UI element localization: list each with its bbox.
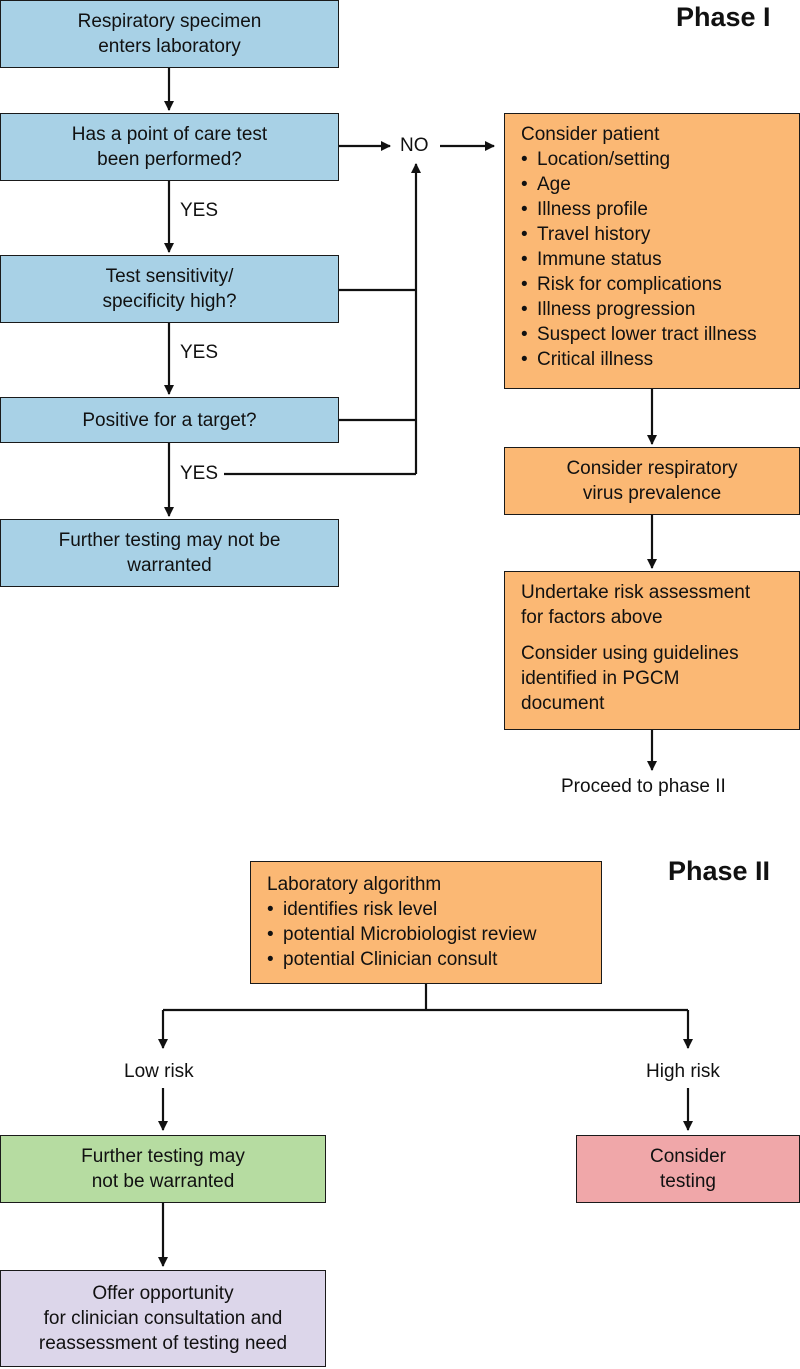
laboratory-algorithm-box: Laboratory algorithm identifies risk lev… [250,861,602,984]
algorithm-item: identifies risk level [267,897,601,922]
further-testing-p2-line-1: Further testing may [81,1146,245,1167]
risk-assessment-para-1: Undertake risk assessment for factors ab… [521,580,799,630]
offer-line-1: Offer opportunity [92,1283,234,1304]
sensitivity-question-line-2: specificity high? [102,291,237,312]
further-testing-line-2: warranted [127,555,212,576]
consider-patient-box: Consider patient Location/setting Age Il… [504,113,800,389]
patient-factor-item: Age [521,172,799,197]
positive-question-text: Positive for a target? [82,409,257,431]
patient-factor-item: Travel history [521,222,799,247]
proceed-label: Proceed to phase II [561,776,726,797]
poc-question-line-1: Has a point of care test [71,124,268,145]
consider-testing-line-1: Consider [649,1146,727,1167]
poc-question-line-2: been performed? [97,149,242,170]
algorithm-item: potential Microbiologist review [267,922,601,947]
specimen-line-1: Respiratory specimen [77,11,262,32]
sensitivity-question-box: Test sensitivity/ specificity high? [0,255,339,323]
specimen-line-2: enters laboratory [98,36,241,57]
further-testing-box-phase2: Further testing may not be warranted [0,1135,326,1203]
no-label: NO [400,135,429,156]
offer-line-3: reassessment of testing need [38,1333,288,1354]
risk-assessment-box: Undertake risk assessment for factors ab… [504,571,800,730]
yes-label-3: YES [180,463,219,484]
prevalence-line-2: virus prevalence [582,483,722,504]
risk-assessment-line: Consider using guidelines [521,643,739,664]
risk-assessment-line: document [521,693,605,714]
further-testing-p2-line-2: not be warranted [91,1171,235,1192]
phase-2-heading: Phase II [668,856,771,886]
poc-question-box: Has a point of care test been performed? [0,113,339,181]
patient-factor-item: Immune status [521,247,799,272]
risk-assessment-para-2: Consider using guidelines identified in … [521,641,799,716]
patient-factor-item: Illness profile [521,197,799,222]
consider-patient-list: Location/setting Age Illness profile Tra… [521,147,799,372]
specimen-box: Respiratory specimen enters laboratory [0,0,339,68]
offer-consultation-box: Offer opportunity for clinician consulta… [0,1270,326,1367]
algorithm-title: Laboratory algorithm [267,874,442,895]
low-risk-label: Low risk [124,1061,194,1082]
patient-factor-item: Critical illness [521,347,799,372]
patient-factor-item: Location/setting [521,147,799,172]
high-risk-label: High risk [646,1061,720,1082]
risk-assessment-line: identified in PGCM [521,668,680,689]
patient-factor-item: Suspect lower tract illness [521,322,799,347]
consider-testing-box: Consider testing [576,1135,800,1203]
phase-1-heading: Phase I [676,2,771,32]
patient-factor-item: Risk for complications [521,272,799,297]
patient-factor-item: Illness progression [521,297,799,322]
prevalence-box: Consider respiratory virus prevalence [504,447,800,515]
yes-label-2: YES [180,342,219,363]
algorithm-item: potential Clinician consult [267,947,601,972]
sensitivity-question-line-1: Test sensitivity/ [105,266,234,287]
further-testing-line-1: Further testing may not be [58,530,281,551]
consider-testing-line-2: testing [660,1171,716,1192]
offer-line-2: for clinician consultation and [43,1308,283,1329]
algorithm-list: identifies risk level potential Microbio… [267,897,601,972]
positive-question-box: Positive for a target? [0,397,339,443]
prevalence-line-1: Consider respiratory [566,458,738,479]
consider-patient-title: Consider patient [521,124,660,145]
yes-label-1: YES [180,200,219,221]
risk-assessment-line: for factors above [521,607,663,628]
risk-assessment-line: Undertake risk assessment [521,582,751,603]
further-testing-box-phase1: Further testing may not be warranted [0,519,339,587]
